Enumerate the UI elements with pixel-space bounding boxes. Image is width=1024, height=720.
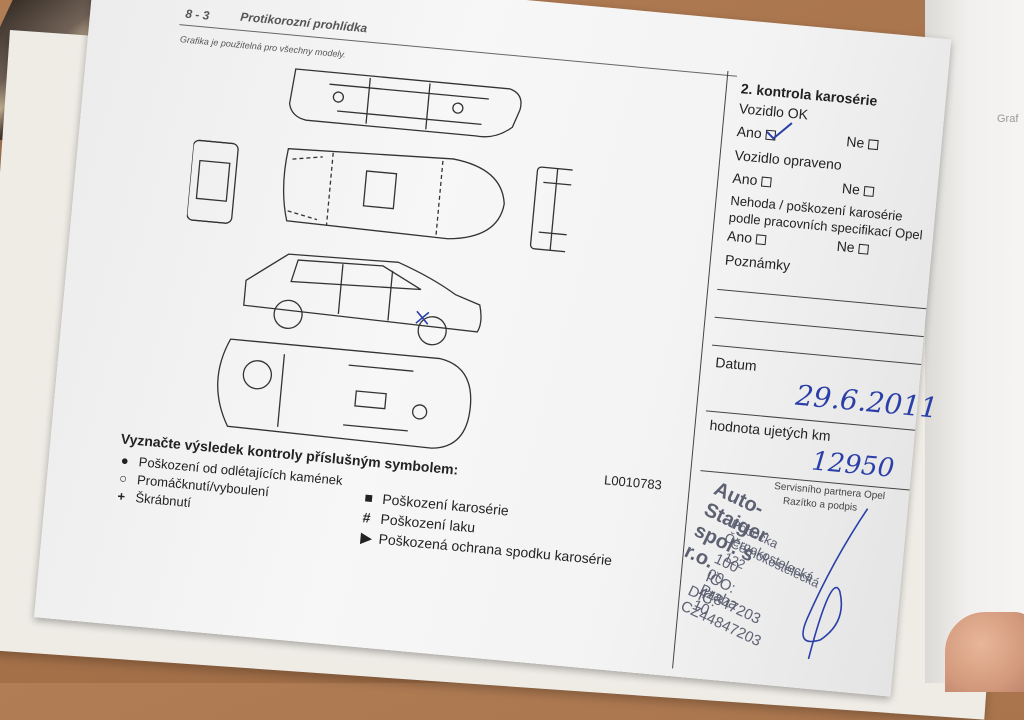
- legend-symbol: #: [361, 509, 372, 526]
- car-underbody-view: [217, 338, 472, 449]
- car-front-view: [186, 139, 239, 224]
- car-roof-view: [288, 68, 522, 138]
- handwritten-mileage: 12950: [810, 446, 896, 484]
- thumb: [945, 612, 1024, 692]
- q3-no-checkbox: [858, 244, 869, 255]
- legend-item: + Škrábnutí: [117, 488, 192, 510]
- diagram-code: L0010783: [603, 472, 663, 493]
- q2-no: Ne: [841, 180, 875, 199]
- booklet-page: 8 - 3 Protikorozní prohlídka Grafika je …: [34, 0, 952, 697]
- q3-no: Ne: [836, 238, 869, 257]
- q2-no-checkbox: [863, 186, 875, 198]
- q2-yes-checkbox: [760, 176, 772, 188]
- date-label: Datum: [714, 354, 758, 374]
- signature-scribble: [802, 508, 869, 660]
- car-top-view: [282, 147, 505, 240]
- legend-item: ▶ Poškozená ochrana spodku karosérie: [360, 529, 613, 569]
- legend-label: Škrábnutí: [134, 490, 192, 511]
- handwritten-date: 29.6.2011: [794, 378, 940, 425]
- q2-yes-label: Ano: [731, 169, 759, 189]
- q1-no: Ne: [846, 133, 879, 152]
- car-rear-view: [529, 166, 581, 253]
- section-number: 8 - 3: [184, 6, 210, 23]
- q1-no-checkbox: [867, 139, 879, 151]
- legend-symbol: ○: [118, 470, 128, 487]
- q3-yes: Ano: [727, 228, 767, 248]
- question-vehicle-repaired: Vozidlo opraveno: [733, 146, 843, 173]
- car-diagram: [186, 68, 581, 449]
- q3-yes-label: Ano: [726, 227, 753, 246]
- legend-symbol: +: [116, 488, 126, 505]
- q1-yes-label: Ano: [736, 123, 763, 142]
- right-page-edge-text: Graf: [997, 113, 1019, 125]
- legend-symbol: ●: [120, 452, 130, 469]
- q2-no-label: Ne: [841, 180, 861, 198]
- q3-yes-checkbox: [755, 234, 767, 246]
- notes-label: Poznámky: [724, 251, 791, 274]
- legend-symbol: ■: [363, 489, 374, 506]
- car-side-view: [243, 253, 482, 346]
- q2-yes: Ano: [732, 170, 772, 190]
- legend-symbol: ▶: [360, 529, 373, 546]
- checkmark-icon: [766, 122, 793, 140]
- q3-no-label: Ne: [836, 237, 856, 256]
- notes-line: [714, 316, 924, 338]
- notes-line: [717, 288, 927, 310]
- q1-no-label: Ne: [845, 133, 866, 151]
- legend-label: Poškozená ochrana spodku karosérie: [378, 530, 613, 569]
